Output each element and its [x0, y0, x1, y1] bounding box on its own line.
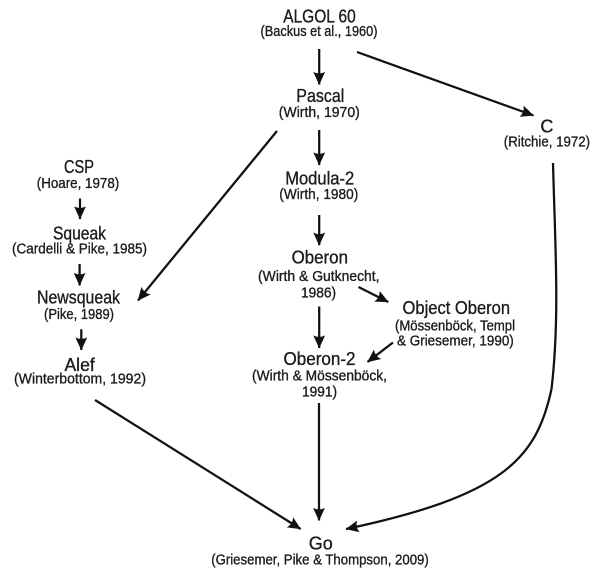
svg-text:Alef: Alef [64, 355, 95, 375]
svg-text:(Winterbottom, 1992): (Winterbottom, 1992) [14, 370, 146, 387]
svg-text:CSP: CSP [64, 157, 94, 177]
svg-text:Newsqueak: Newsqueak [37, 288, 121, 308]
svg-text:(Wirth, 1980): (Wirth, 1980) [279, 186, 358, 203]
svg-text:(Cardelli & Pike, 1985): (Cardelli & Pike, 1985) [12, 240, 147, 257]
svg-text:(Hoare, 1978): (Hoare, 1978) [37, 175, 120, 192]
svg-text:1986): 1986) [301, 284, 336, 301]
svg-text:(Pike, 1989): (Pike, 1989) [44, 306, 114, 323]
svg-text:& Griesemer, 1990): & Griesemer, 1990) [397, 333, 514, 350]
svg-text:C: C [540, 116, 553, 136]
svg-text:(Backus et al., 1960): (Backus et al., 1960) [261, 23, 378, 40]
svg-text:Modula-2: Modula-2 [285, 168, 354, 188]
svg-text:Oberon-2: Oberon-2 [284, 349, 356, 369]
svg-text:(Wirth, 1970): (Wirth, 1970) [279, 104, 360, 121]
svg-text:Object Oberon: Object Oberon [403, 298, 511, 318]
svg-text:Oberon: Oberon [292, 248, 348, 268]
svg-text:Go: Go [309, 533, 333, 553]
svg-text:Squeak: Squeak [53, 223, 107, 243]
svg-text:(Ritchie, 1972): (Ritchie, 1972) [504, 134, 590, 151]
svg-text:(Wirth & Mössenböck,: (Wirth & Mössenböck, [252, 368, 387, 385]
svg-text:Pascal: Pascal [296, 86, 344, 106]
svg-text:(Mössenböck, Templ: (Mössenböck, Templ [395, 318, 515, 335]
svg-text:(Griesemer, Pike & Thompson, 2: (Griesemer, Pike & Thompson, 2009) [211, 551, 429, 568]
svg-text:ALGOL 60: ALGOL 60 [283, 7, 356, 27]
svg-text:(Wirth & Gutknecht,: (Wirth & Gutknecht, [258, 268, 380, 285]
svg-text:1991): 1991) [302, 383, 337, 400]
